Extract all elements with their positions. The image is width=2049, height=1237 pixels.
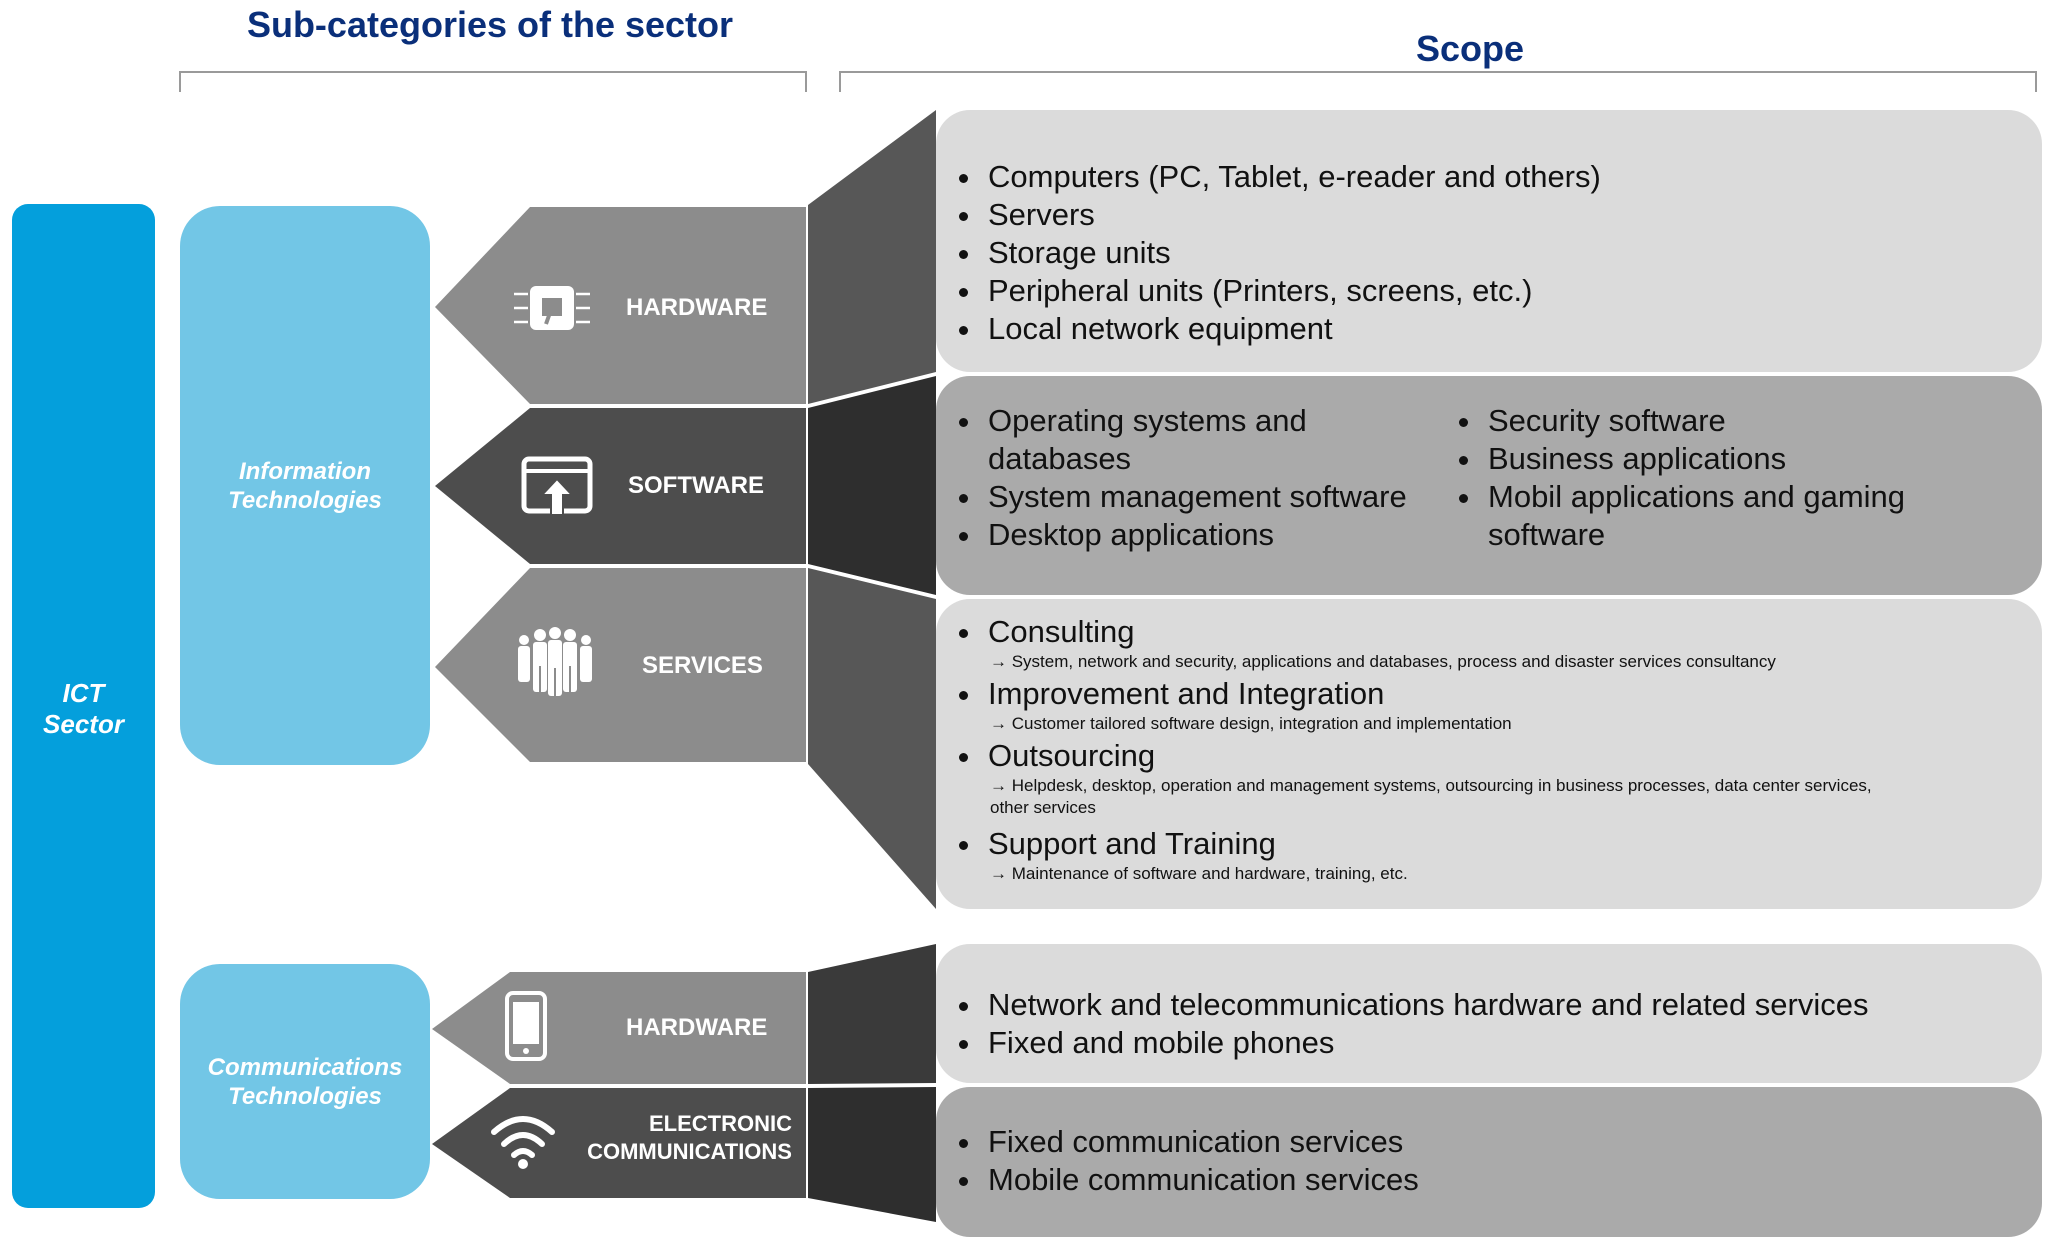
- left-bracket: [179, 71, 807, 92]
- scope-item: Computers (PC, Tablet, e-reader and othe…: [984, 158, 2042, 196]
- communications-technologies-label: Communications Technologies: [207, 1054, 403, 1110]
- scope-item: Mobile communication services: [984, 1161, 2042, 1199]
- subcategories-header: Sub-categories of the sector: [246, 4, 734, 45]
- information-technologies-group: [180, 206, 430, 765]
- tag-label-electronic-line2: COMMUNICATIONS: [587, 1139, 792, 1164]
- scope-item: Desktop applications: [984, 516, 1444, 554]
- ict-sector-label: ICT Sector: [43, 678, 124, 740]
- funnel-software: [808, 376, 936, 595]
- scope-item: Local network equipment: [984, 310, 2042, 348]
- scope-item-improvement: Improvement and Integration → Customer t…: [984, 675, 1984, 735]
- scope-list-software-col1: Operating systems and databases System m…: [936, 402, 1444, 554]
- scope-list-ct-hardware: Network and telecommunications hardware …: [936, 986, 2042, 1062]
- scope-item: Mobil applications and gaming software: [1484, 478, 2004, 554]
- information-technologies-label: Information Technologies: [228, 458, 382, 514]
- funnel-ct-hardware: [808, 944, 936, 1084]
- scope-item-note: → Customer tailored software design, int…: [990, 714, 1512, 733]
- tag-label-electronic-line1: ELECTRONIC: [649, 1111, 792, 1136]
- tag-services: [435, 568, 806, 762]
- tag-label-ct-hardware: HARDWARE: [626, 1014, 768, 1041]
- people-group-icon: [518, 627, 592, 696]
- header-brackets: [179, 71, 2037, 92]
- wifi-icon: [491, 1116, 555, 1169]
- funnel-it-hardware: [808, 110, 936, 404]
- tag-it-hardware: [435, 207, 806, 404]
- scope-box-it-hardware: Computers (PC, Tablet, e-reader and othe…: [936, 110, 2042, 372]
- funnel-services: [808, 568, 936, 909]
- scope-item-note: → Helpdesk, desktop, operation and manag…: [990, 776, 1872, 817]
- scope-list-services: Consulting → System, network and securit…: [936, 613, 1984, 885]
- scope-item: Operating systems and databases: [984, 402, 1444, 478]
- scope-item-consulting: Consulting → System, network and securit…: [984, 613, 1984, 673]
- scope-list-software-col2: Security software Business applications …: [1436, 402, 2004, 554]
- chip-icon: [514, 286, 590, 330]
- tag-label-it-hardware: HARDWARE: [626, 294, 768, 321]
- scope-box-electronic: Fixed communication services Mobile comm…: [936, 1087, 2042, 1237]
- tag-ct-hardware: [432, 972, 806, 1084]
- tag-software: [435, 408, 806, 564]
- upload-window-icon: [521, 456, 593, 516]
- scope-item-title: Support and Training: [988, 826, 1276, 861]
- scope-item-support: Support and Training → Maintenance of so…: [984, 825, 1984, 885]
- funnel-electronic: [808, 1087, 936, 1222]
- communications-technologies-group: [180, 964, 430, 1199]
- scope-box-services: Consulting → System, network and securit…: [936, 599, 2042, 909]
- scope-item: System management software: [984, 478, 1444, 516]
- scope-item-outsourcing: Outsourcing → Helpdesk, desktop, operati…: [984, 737, 1984, 819]
- ict-sector-bar: [12, 204, 155, 1208]
- scope-item: Fixed communication services: [984, 1123, 2042, 1161]
- tag-label-software: SOFTWARE: [628, 472, 764, 499]
- scope-item: Security software: [1484, 402, 2004, 440]
- scope-box-software: Operating systems and databases System m…: [936, 376, 2042, 595]
- scope-item-title: Consulting: [988, 614, 1135, 649]
- tag-label-services: SERVICES: [642, 652, 763, 679]
- scope-item-note: → System, network and security, applicat…: [990, 652, 1776, 671]
- scope-item: Storage units: [984, 234, 2042, 272]
- scope-item-title: Improvement and Integration: [988, 676, 1385, 711]
- right-bracket: [839, 71, 2037, 92]
- tag-electronic: [432, 1088, 806, 1198]
- scope-item-title: Outsourcing: [988, 738, 1156, 773]
- scope-item-note: → Maintenance of software and hardware, …: [990, 864, 1408, 883]
- scope-list-it-hardware: Computers (PC, Tablet, e-reader and othe…: [936, 158, 2042, 348]
- scope-item: Fixed and mobile phones: [984, 1024, 2042, 1062]
- scope-box-ct-hardware: Network and telecommunications hardware …: [936, 944, 2042, 1083]
- scope-item: Business applications: [1484, 440, 2004, 478]
- mobile-phone-icon: [505, 991, 547, 1061]
- scope-item: Network and telecommunications hardware …: [984, 986, 2042, 1024]
- scope-header: Scope: [1415, 28, 1525, 69]
- scope-item: Peripheral units (Printers, screens, etc…: [984, 272, 2042, 310]
- scope-item: Servers: [984, 196, 2042, 234]
- scope-list-electronic: Fixed communication services Mobile comm…: [936, 1123, 2042, 1199]
